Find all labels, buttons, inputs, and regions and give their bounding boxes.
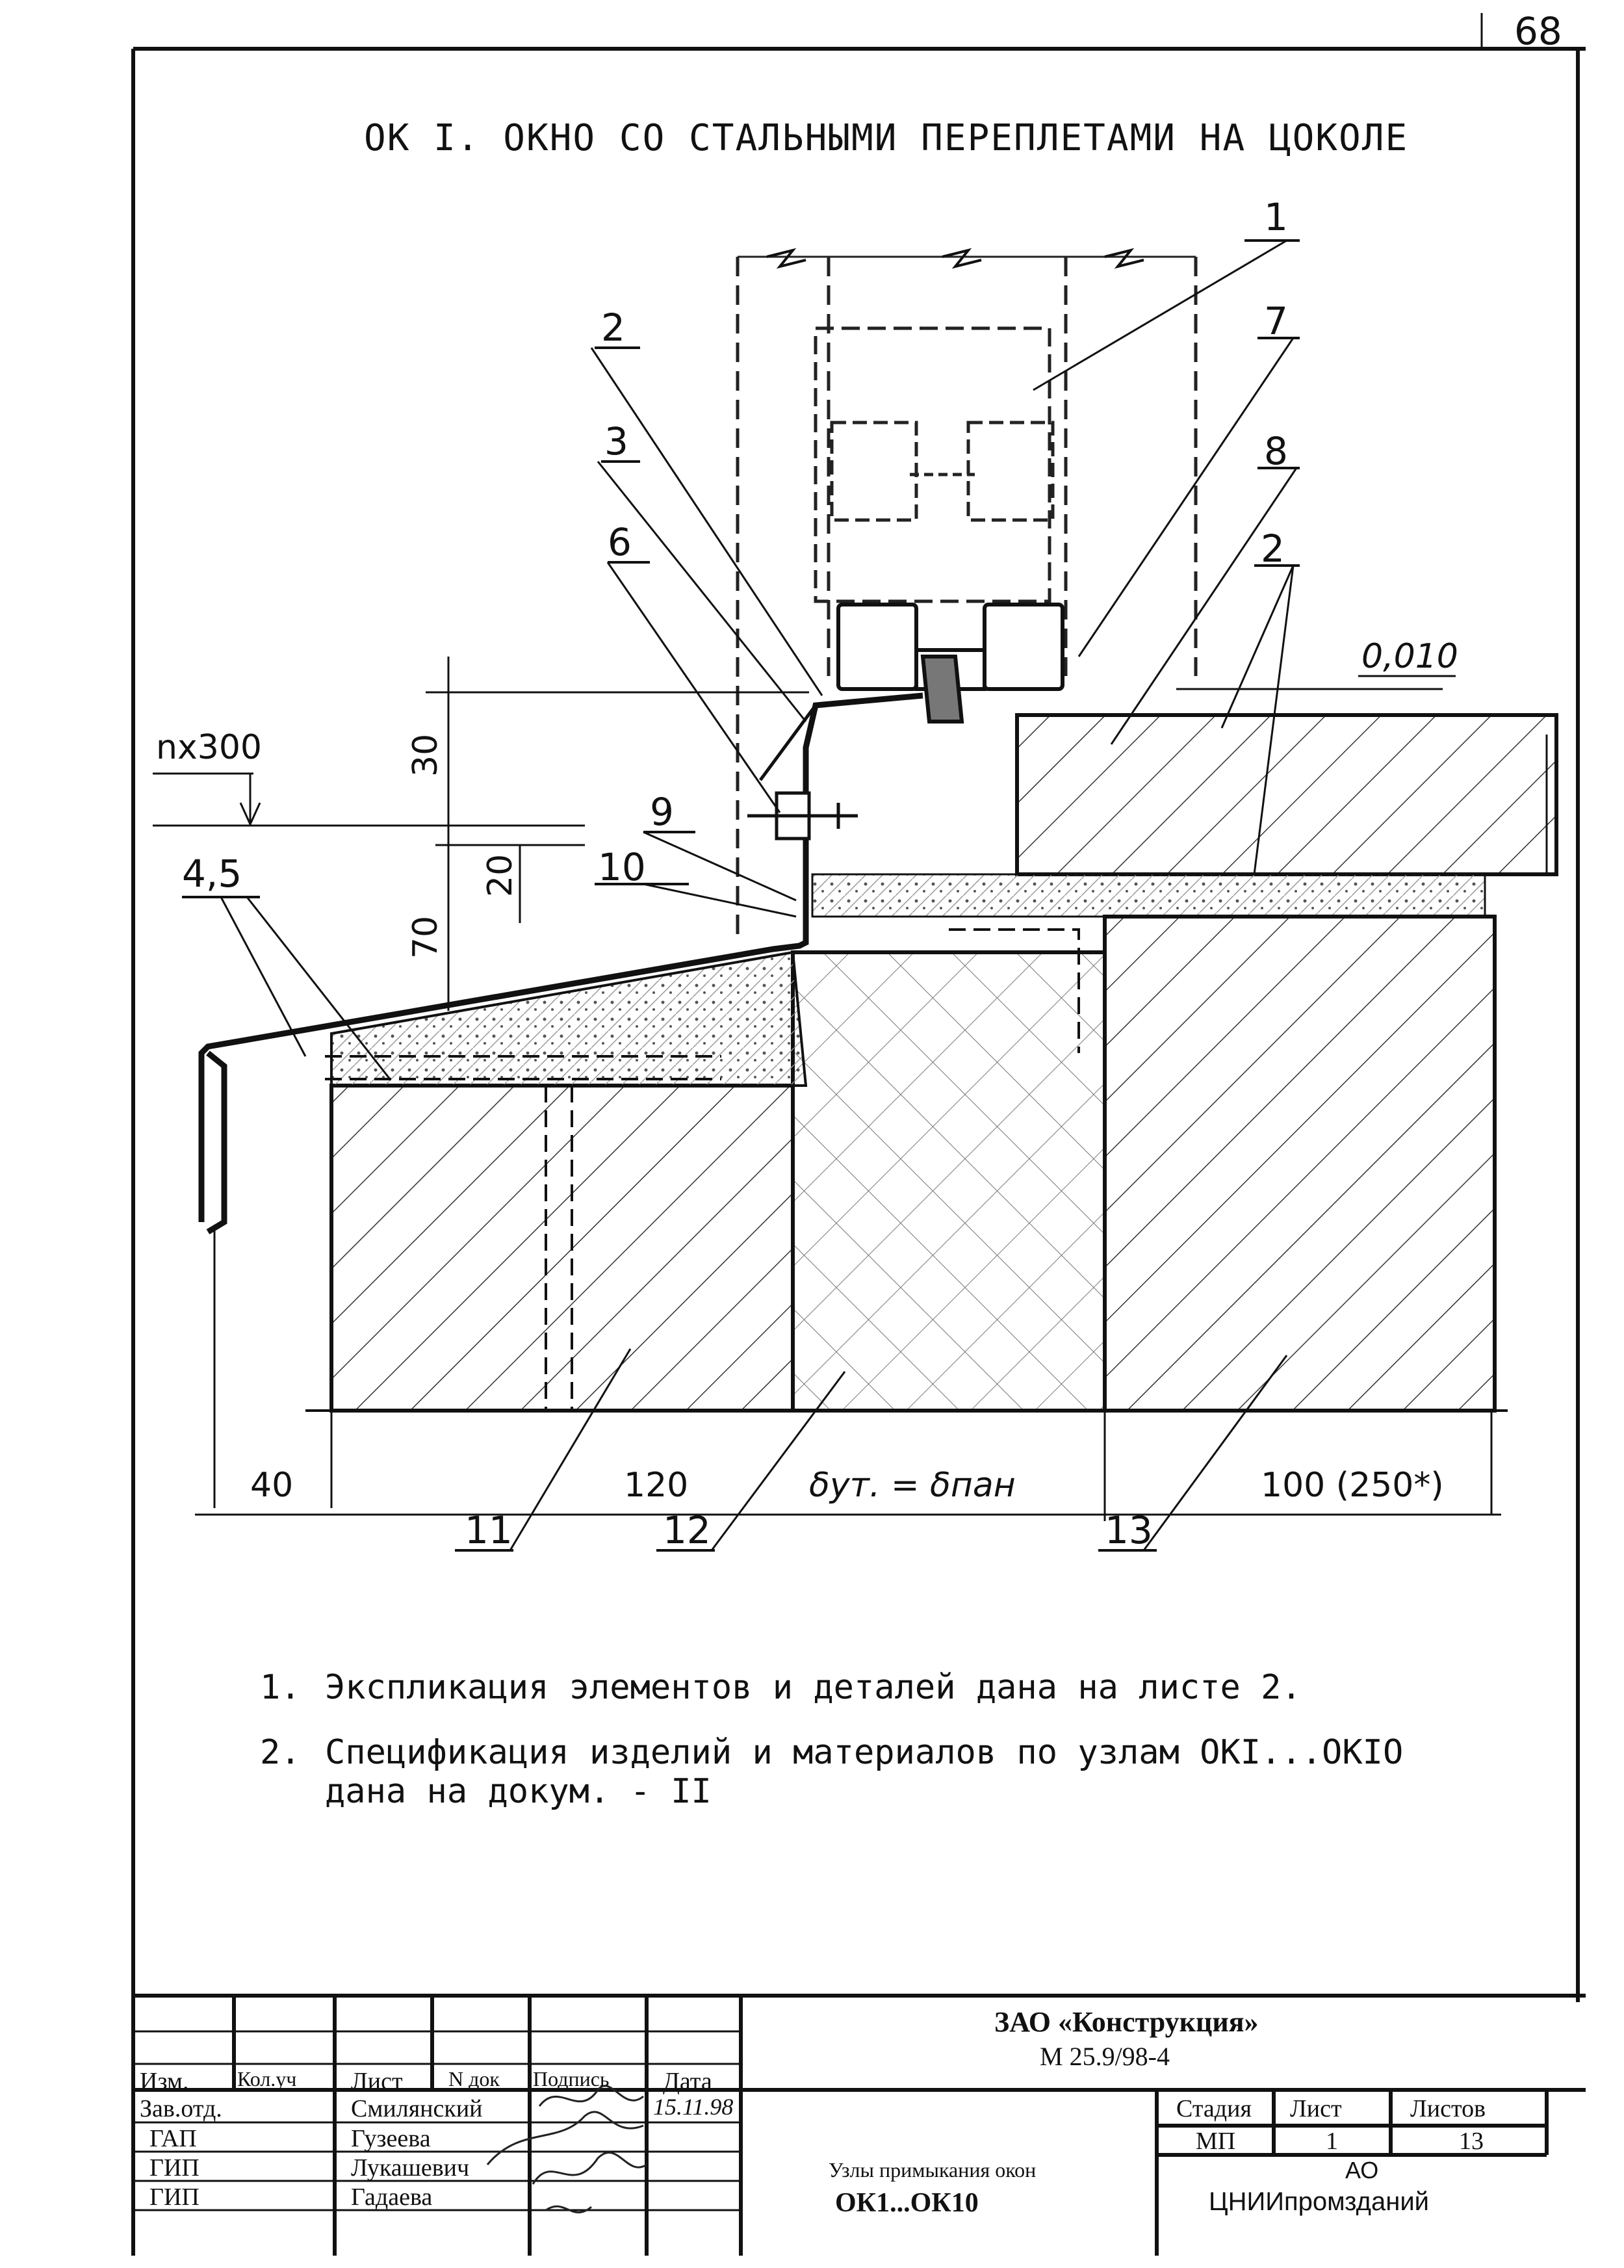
tb-role-1: ГАП xyxy=(149,2125,197,2152)
dimension-lines xyxy=(153,657,1548,1521)
tb-role-3: ГИП xyxy=(149,2183,200,2211)
callout-2: 2 xyxy=(601,306,625,350)
sill-mortar xyxy=(330,950,808,1087)
callout-1: 1 xyxy=(1264,195,1288,239)
tb-name-0: Смилянский xyxy=(351,2095,483,2122)
leader-lines xyxy=(220,239,1298,1551)
tb-doc-code: М 25.9/98-4 xyxy=(1040,2042,1170,2071)
note-1-num: 1. xyxy=(260,1668,301,1707)
note-2-text: Спецификация изделий и материалов по узл… xyxy=(325,1733,1404,1772)
tb-name-2: Лукашевич xyxy=(351,2154,470,2182)
note-1-text: Экспликация элементов и деталей дана на … xyxy=(325,1668,1302,1707)
tb-header-data: Дата xyxy=(663,2068,712,2095)
sheet-frame xyxy=(131,13,1586,2256)
tb-stage-label: Стадия xyxy=(1176,2095,1252,2122)
dim-equation: δут. = δпан xyxy=(809,1466,1016,1505)
tb-header-list: Лист xyxy=(351,2068,403,2095)
callout-6: 6 xyxy=(608,520,632,564)
note-2-num: 2. xyxy=(260,1733,301,1772)
tb-header-kol-uch: Кол.уч xyxy=(237,2067,297,2091)
tb-subject-2: ОК1...ОК10 xyxy=(835,2188,979,2218)
callout-11: 11 xyxy=(465,1508,513,1552)
break-lines xyxy=(305,248,1508,1412)
window-profile xyxy=(736,255,1198,936)
tb-name-1: Гузеева xyxy=(351,2125,431,2152)
tb-header-izm: Изм. xyxy=(140,2068,189,2095)
insulation-block xyxy=(791,950,1107,1413)
bolt xyxy=(747,791,858,841)
dim-30: 30 xyxy=(406,733,445,777)
panel-block-inner xyxy=(1103,915,1497,1413)
callout-2b: 2 xyxy=(1261,527,1285,571)
sheet-number: 68 xyxy=(1514,9,1562,53)
tb-header-podpis: Подпись xyxy=(533,2067,610,2091)
callout-8: 8 xyxy=(1264,429,1288,473)
level-mark: 0,010 xyxy=(1361,637,1458,676)
tb-role-0: Зав.отд. xyxy=(140,2095,222,2122)
callout-3: 3 xyxy=(604,419,628,463)
dim-20: 20 xyxy=(481,854,520,897)
dim-100: 100 (250*) xyxy=(1261,1466,1444,1505)
callout-7: 7 xyxy=(1264,299,1288,343)
tb-subject-1: Узлы примыкания окон xyxy=(829,2158,1037,2182)
frame-profile-solid xyxy=(836,603,1064,723)
note-2-cont: дана на докум. - II xyxy=(325,1772,712,1811)
tb-date-0: 15.11.98 xyxy=(653,2094,734,2120)
tb-org-1: АО xyxy=(1345,2157,1379,2183)
tb-sheets: 13 xyxy=(1459,2128,1484,2155)
floor-slab xyxy=(1015,713,1558,876)
drawing-title: ОК I. ОКНО СО СТАЛЬНЫМИ ПЕРЕПЛЕТАМИ НА Ц… xyxy=(364,117,1409,159)
signatures xyxy=(486,2085,647,2213)
callout-4-5: 4,5 xyxy=(182,852,242,896)
tb-company: ЗАО «Конструкция» xyxy=(994,2006,1259,2038)
callout-12: 12 xyxy=(663,1508,711,1552)
tb-role-2: ГИП xyxy=(149,2154,200,2182)
plinth-block-outer xyxy=(329,1084,795,1413)
tb-stage: МП xyxy=(1196,2128,1236,2155)
callout-9: 9 xyxy=(650,790,674,834)
tb-sheet-label: Лист xyxy=(1290,2095,1342,2122)
insulation-strip xyxy=(811,873,1486,918)
title-block-grid xyxy=(133,1994,1586,2256)
dim-40: 40 xyxy=(250,1466,294,1505)
tb-sheets-label: Листов xyxy=(1410,2095,1486,2122)
callout-underlines xyxy=(182,239,1300,1552)
tb-header-n-dok: N док xyxy=(448,2067,500,2091)
tb-org-2: ЦНИИпромзданий xyxy=(1209,2187,1430,2216)
dim-70: 70 xyxy=(406,915,445,959)
callout-10: 10 xyxy=(598,845,646,889)
tb-name-3: Гадаева xyxy=(351,2183,433,2211)
dim-120: 120 xyxy=(624,1466,689,1505)
step-label: nx300 xyxy=(156,728,262,767)
tb-sheet: 1 xyxy=(1326,2128,1338,2155)
flashing xyxy=(198,692,923,1234)
callout-13: 13 xyxy=(1105,1508,1153,1552)
